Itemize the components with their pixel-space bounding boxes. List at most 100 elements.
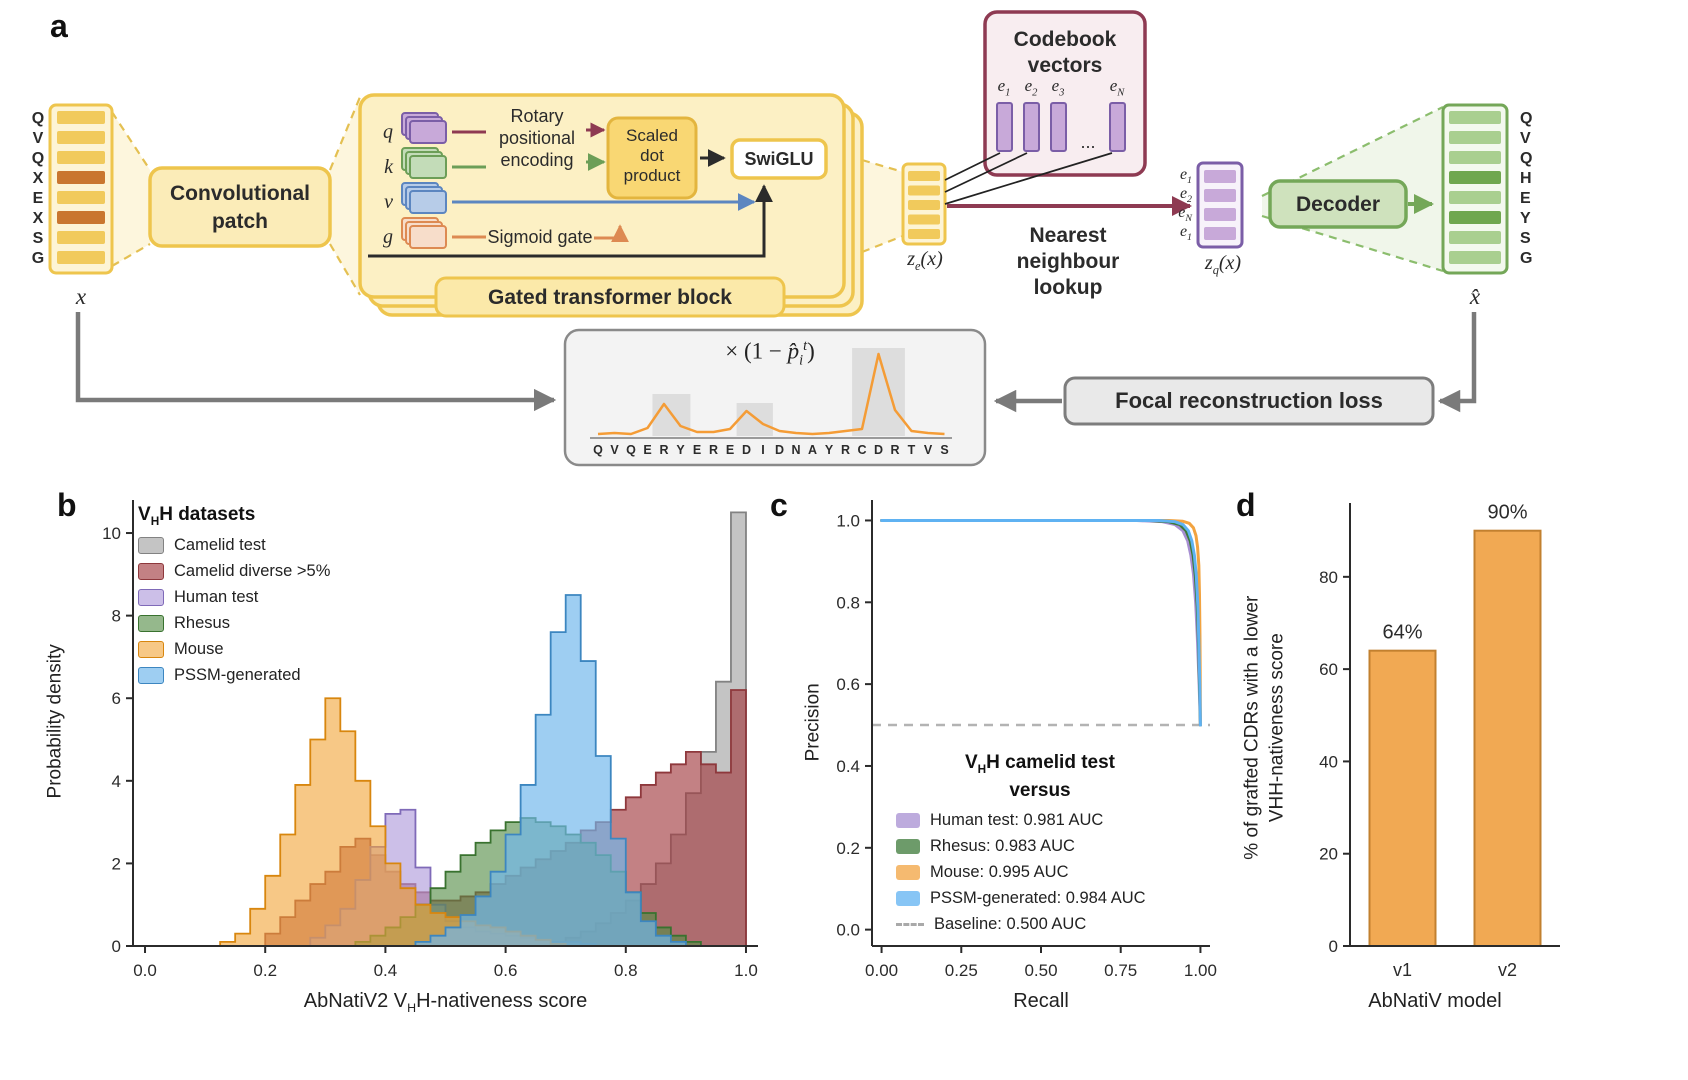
sequence-stripe — [1449, 211, 1501, 224]
pr-curve-Mouse: 0.995 AUC — [880, 518, 1202, 727]
bar-value-label: 64% — [1382, 622, 1422, 644]
x-label: x — [75, 284, 87, 309]
zq-side-label: e1 — [1179, 166, 1192, 187]
sequence-letter: S — [33, 230, 44, 247]
y-tick-label: 0.0 — [836, 921, 860, 940]
loss-plot-letter: V — [924, 443, 933, 457]
zq-box — [1196, 161, 1244, 249]
lookup-line — [944, 152, 1001, 181]
panel-d-label: d — [1236, 487, 1256, 523]
loss-plot-letter: S — [940, 443, 948, 457]
legend-swatch — [138, 614, 164, 632]
pr-legend-title-line1: VHH camelid test — [964, 752, 1115, 776]
bar-category-label: v2 — [1498, 960, 1517, 980]
legend-row: PSSM-generated — [138, 666, 330, 685]
loss-plot-letter: C — [857, 443, 866, 457]
y-tick-label: 2 — [112, 854, 121, 873]
sequence-letter: V — [1520, 130, 1531, 147]
x-tick-label: 0.4 — [374, 961, 398, 980]
connector-fill — [112, 112, 150, 266]
legend-row: Human test: 0.981 AUC — [896, 811, 1210, 830]
codebook-vector-rect — [1023, 102, 1040, 152]
legend-label: Human test: 0.981 AUC — [930, 811, 1104, 830]
legend-swatch — [138, 562, 164, 580]
pr-legend-title: VHH camelid test versus — [870, 750, 1210, 803]
nearest-label-line2: neighbour — [1017, 250, 1120, 273]
convolutional-patch-label-line2: patch — [212, 210, 268, 233]
decoder-box — [1268, 179, 1408, 229]
y-tick-label: 8 — [112, 607, 121, 626]
sequence-letter: G — [1520, 250, 1532, 267]
scaled-label-line2: dot — [640, 146, 664, 165]
legend-row: Mouse: 0.995 AUC — [896, 863, 1210, 882]
panel-c-label: c — [770, 487, 788, 523]
bar-value-label: 90% — [1487, 502, 1527, 524]
sequence-stripe — [1449, 131, 1501, 144]
legend-row: Human test — [138, 588, 330, 607]
y-tick-label: 80 — [1319, 568, 1338, 587]
x-tick-label: 0.75 — [1104, 961, 1137, 980]
legend-row: Rhesus — [138, 614, 330, 633]
connector-fill — [862, 160, 903, 252]
y-tick-label: 6 — [112, 689, 121, 708]
legend-row: PSSM-generated: 0.984 AUC — [896, 889, 1210, 908]
pr-curve-Rhesus: 0.983 AUC — [880, 518, 1202, 727]
sequence-letter: Q — [32, 150, 44, 167]
sequence-letter: V — [33, 130, 44, 147]
tensor-card — [409, 190, 447, 214]
gated-transformer-block-box — [434, 276, 786, 318]
sequence-stripe — [1449, 231, 1501, 244]
legend-swatch — [896, 813, 920, 829]
y-tick-label: 60 — [1319, 660, 1338, 679]
zq-stripe — [1204, 227, 1236, 240]
y-tick-label: 4 — [112, 772, 121, 791]
histogram-x-axis-label: AbNatiV2 VHH-nativeness score — [303, 990, 588, 1015]
lookup-line — [944, 152, 1028, 193]
bar-v2 — [1473, 529, 1542, 947]
k-label: k — [384, 156, 394, 178]
v-label: v — [384, 191, 393, 213]
scaled-label-line3: product — [624, 166, 681, 185]
codebook-title-line2: vectors — [1028, 54, 1103, 77]
sequence-stripe — [1449, 171, 1501, 184]
legend-row: Camelid diverse >5% — [138, 562, 330, 581]
x-tick-label: 1.0 — [734, 961, 758, 980]
legend-label: Baseline: 0.500 AUC — [934, 915, 1087, 934]
y-tick-label: 0.6 — [836, 675, 860, 694]
bar-category-label: v1 — [1393, 960, 1412, 980]
bar-x-axis-label: AbNatiV model — [1368, 990, 1502, 1012]
loss-plot-letter: Y — [825, 443, 834, 457]
loss-plot-letter: E — [726, 443, 734, 457]
loss-plot-letter: E — [693, 443, 701, 457]
y-tick-label: 0 — [112, 937, 121, 956]
legend-swatch — [138, 588, 164, 606]
focal-weight-formula: × (1 − p̂it) — [725, 338, 815, 369]
loss-plot-letter: I — [761, 443, 764, 457]
legend-row: Baseline: 0.500 AUC — [896, 915, 1210, 934]
sequence-stripe — [1449, 111, 1501, 124]
loss-plot-letter: D — [742, 443, 751, 457]
sequence-stripe — [57, 131, 105, 144]
zq-stripe — [1204, 208, 1236, 221]
x-tick-label: 0.25 — [945, 961, 978, 980]
ze-label: ze(x) — [907, 248, 943, 273]
pr-x-axis-label: Recall — [1013, 990, 1069, 1012]
sigmoid-gate-label: Sigmoid gate — [487, 227, 592, 247]
dashed-edge — [861, 158, 904, 174]
x-tick-label: 0.2 — [253, 961, 277, 980]
legend-swatch — [138, 640, 164, 658]
dashed-edge — [111, 243, 151, 267]
convolutional-patch-label-line1: Convolutional — [170, 182, 310, 205]
pr-legend: VHH camelid test versus Human test: 0.98… — [870, 750, 1210, 941]
codebook-vector-label: e1 — [997, 76, 1011, 99]
sequence-stripe — [57, 211, 105, 224]
legend-label: Camelid test — [174, 535, 266, 554]
connector-fill — [330, 97, 360, 295]
x-tick-label: 0.00 — [865, 961, 898, 980]
